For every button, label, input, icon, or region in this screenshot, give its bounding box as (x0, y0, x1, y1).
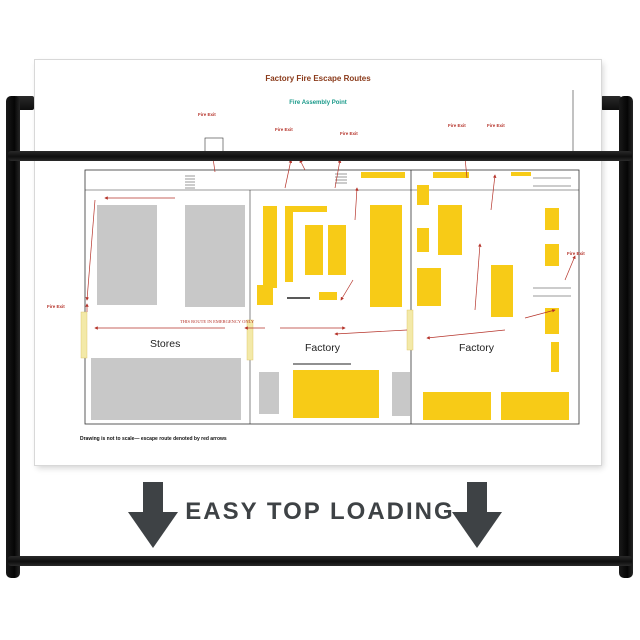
down-arrow-icon (452, 482, 502, 548)
floor-plan-drawing (80, 90, 580, 425)
scale-footnote: Drawing is not to scale— escape route de… (80, 436, 227, 442)
area-label-factory: Factory (459, 342, 495, 354)
fire-exit-label: Fire Exit (487, 123, 505, 128)
frame-top-rail[interactable] (8, 151, 632, 161)
rail-knob-right (601, 96, 621, 110)
fire-exit-label: Fire Exit (340, 131, 358, 136)
frame-post-left (6, 96, 20, 578)
frame-bottom-rail (8, 556, 632, 566)
machinery-blocks (257, 172, 569, 420)
fire-exit-label: Fire Exit (448, 123, 466, 128)
stairs-left (185, 175, 195, 189)
easy-top-loading-caption: EASY TOP LOADING (185, 498, 455, 525)
area-label-factory: Factory (305, 342, 341, 354)
ramp-right (533, 177, 571, 297)
frame-post-right (619, 96, 633, 578)
plan-title: Factory Fire Escape Routes (265, 74, 371, 83)
fire-exit-label: Fire Exit (567, 251, 585, 256)
floor-plan-sheet[interactable]: Factory Fire Escape Routes Fire Assembly… (35, 60, 601, 465)
storage-blocks (91, 205, 410, 420)
fire-exit-label: Fire Exit (198, 112, 216, 117)
escape-route-arrows (85, 157, 576, 340)
down-arrow-icon (128, 482, 178, 548)
assembly-point-label: Fire Assembly Point (289, 100, 347, 106)
building-outline (84, 169, 580, 425)
fire-exit-label: Fire Exit (47, 304, 65, 309)
area-label-stores: Stores (150, 338, 181, 350)
emergency-route-note: THIS ROUTE IN EMERGENCY ONLY (180, 319, 255, 324)
fire-exit-label: Fire Exit (275, 127, 293, 132)
